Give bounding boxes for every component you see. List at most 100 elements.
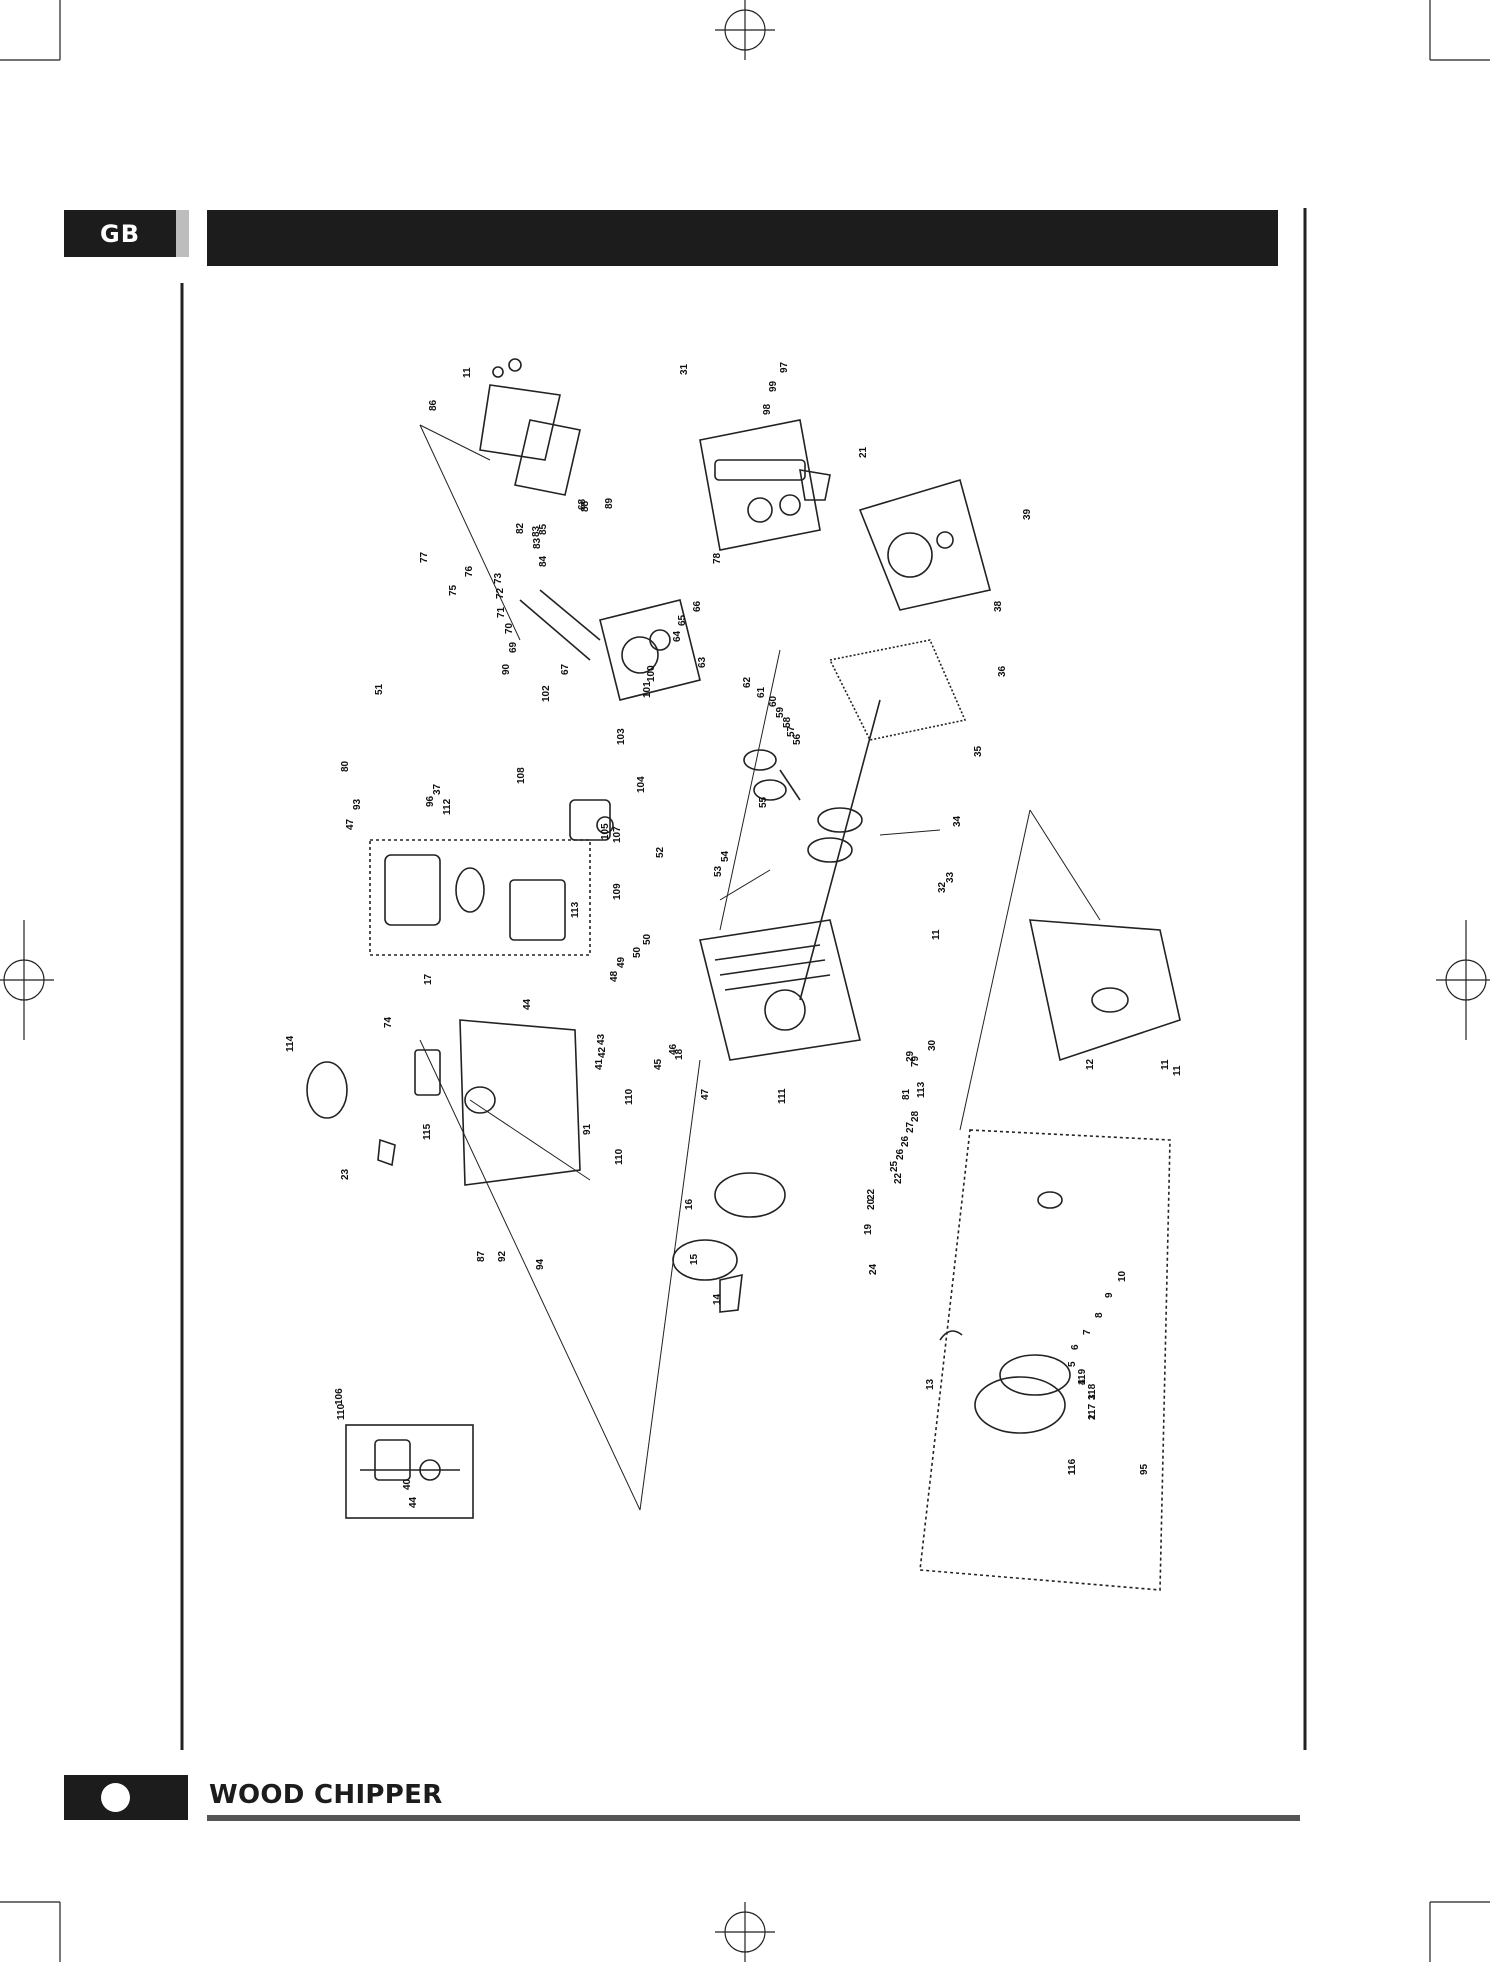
part-label: 113: [570, 901, 581, 918]
part-label: 43: [596, 1033, 607, 1045]
part-label: 65: [677, 614, 688, 626]
part-labels: 1234567891011111111121314151617181920212…: [285, 361, 1183, 1508]
part-label: 111: [777, 1088, 788, 1104]
part-label: 115: [422, 1123, 433, 1140]
part-label: 54: [720, 850, 731, 862]
part-label: 7: [1082, 1329, 1093, 1335]
part-label: 91: [582, 1123, 593, 1135]
part-label: 10: [1117, 1270, 1128, 1282]
part-label: 79: [910, 1055, 921, 1067]
language-tab: GB: [64, 210, 176, 257]
part-label: 62: [742, 676, 753, 688]
fuel-tank-drawing: [306, 1019, 581, 1186]
part-label: 31: [679, 363, 690, 375]
part-label: 69: [508, 641, 519, 653]
part-label: 103: [616, 728, 627, 745]
part-label: 118: [1087, 1383, 1098, 1400]
part-label: 11: [1172, 1065, 1183, 1076]
part-label: 16: [684, 1198, 695, 1210]
part-label: 82: [515, 522, 526, 534]
part-label: 101: [642, 681, 653, 698]
part-label: 48: [609, 970, 620, 982]
part-label: 57: [786, 725, 797, 737]
part-label: 113: [916, 1081, 927, 1098]
part-label: 13: [925, 1378, 936, 1390]
part-label: 119: [1077, 1368, 1088, 1385]
part-label: 107: [612, 826, 623, 843]
part-label: 34: [952, 815, 963, 827]
part-label: 12: [1085, 1058, 1096, 1070]
part-label: 45: [653, 1058, 664, 1070]
part-label: 27: [905, 1121, 916, 1133]
part-label: 24: [868, 1263, 879, 1275]
part-label: 80: [340, 760, 351, 772]
recoil-starter-drawing: [919, 1129, 1171, 1591]
part-label: 90: [501, 663, 512, 675]
part-label: 105: [600, 823, 611, 840]
part-label: 78: [712, 552, 723, 564]
part-label: 26: [900, 1135, 911, 1147]
crankshaft-drawing: [799, 699, 881, 1001]
part-label: 71: [496, 606, 507, 618]
carburetor-drawing: [569, 799, 614, 841]
part-label: 8: [1094, 1312, 1105, 1318]
part-label: 50: [642, 933, 653, 945]
part-label: 88: [580, 500, 591, 512]
part-label: 87: [476, 1250, 487, 1262]
part-label: 96: [425, 795, 436, 807]
part-label: 32: [937, 881, 948, 893]
part-label: 83: [532, 537, 543, 549]
part-label: 77: [419, 551, 430, 563]
rocker-cover-drawing: [479, 358, 581, 496]
part-label: 9: [1104, 1292, 1115, 1298]
gasket-drawing: [828, 639, 967, 741]
part-label: 95: [1139, 1463, 1150, 1475]
part-label: 72: [495, 587, 506, 599]
part-label: 4: [1077, 1379, 1088, 1385]
part-label: 76: [464, 565, 475, 577]
footer-rule: [207, 1815, 1300, 1821]
part-label: 42: [597, 1046, 608, 1058]
part-label: 67: [560, 663, 571, 675]
part-label: 75: [448, 584, 459, 596]
part-label: 52: [655, 846, 666, 858]
part-label: 94: [535, 1258, 546, 1270]
part-label: 40: [402, 1478, 413, 1490]
part-label: 28: [910, 1110, 921, 1122]
part-label: 56: [792, 733, 803, 745]
part-label: 18: [674, 1048, 685, 1060]
part-label: 104: [636, 776, 647, 793]
part-label: 114: [285, 1035, 296, 1052]
part-label: 36: [997, 665, 1008, 677]
part-label: 44: [522, 998, 533, 1010]
part-label: 15: [689, 1253, 700, 1265]
part-label: 89: [604, 497, 615, 509]
cylinder-head-drawing: [519, 589, 701, 701]
part-label: 53: [713, 865, 724, 877]
part-label: 30: [927, 1039, 938, 1051]
part-label: 86: [428, 399, 439, 411]
part-label: 102: [541, 685, 552, 702]
part-label: 74: [383, 1016, 394, 1028]
part-label: 106: [334, 1388, 345, 1405]
part-label: 84: [538, 555, 549, 567]
page-number-dot: [101, 1783, 130, 1812]
part-label: 2: [1087, 1414, 1098, 1420]
part-label: 50: [632, 946, 643, 958]
part-label: 6: [1070, 1344, 1081, 1350]
part-label: 29: [905, 1050, 916, 1062]
part-label: 97: [779, 361, 790, 373]
part-label: 1: [1067, 1469, 1078, 1475]
language-tab-edge: [176, 210, 189, 257]
part-label: 21: [858, 446, 869, 458]
part-label: 93: [352, 798, 363, 810]
crankcase-cover-drawing: [858, 478, 991, 611]
air-filter-drawing: [369, 839, 591, 956]
part-label: 38: [993, 600, 1004, 612]
part-label: 110: [614, 1148, 625, 1165]
part-label: 66: [692, 600, 703, 612]
part-label: 11: [931, 929, 942, 940]
